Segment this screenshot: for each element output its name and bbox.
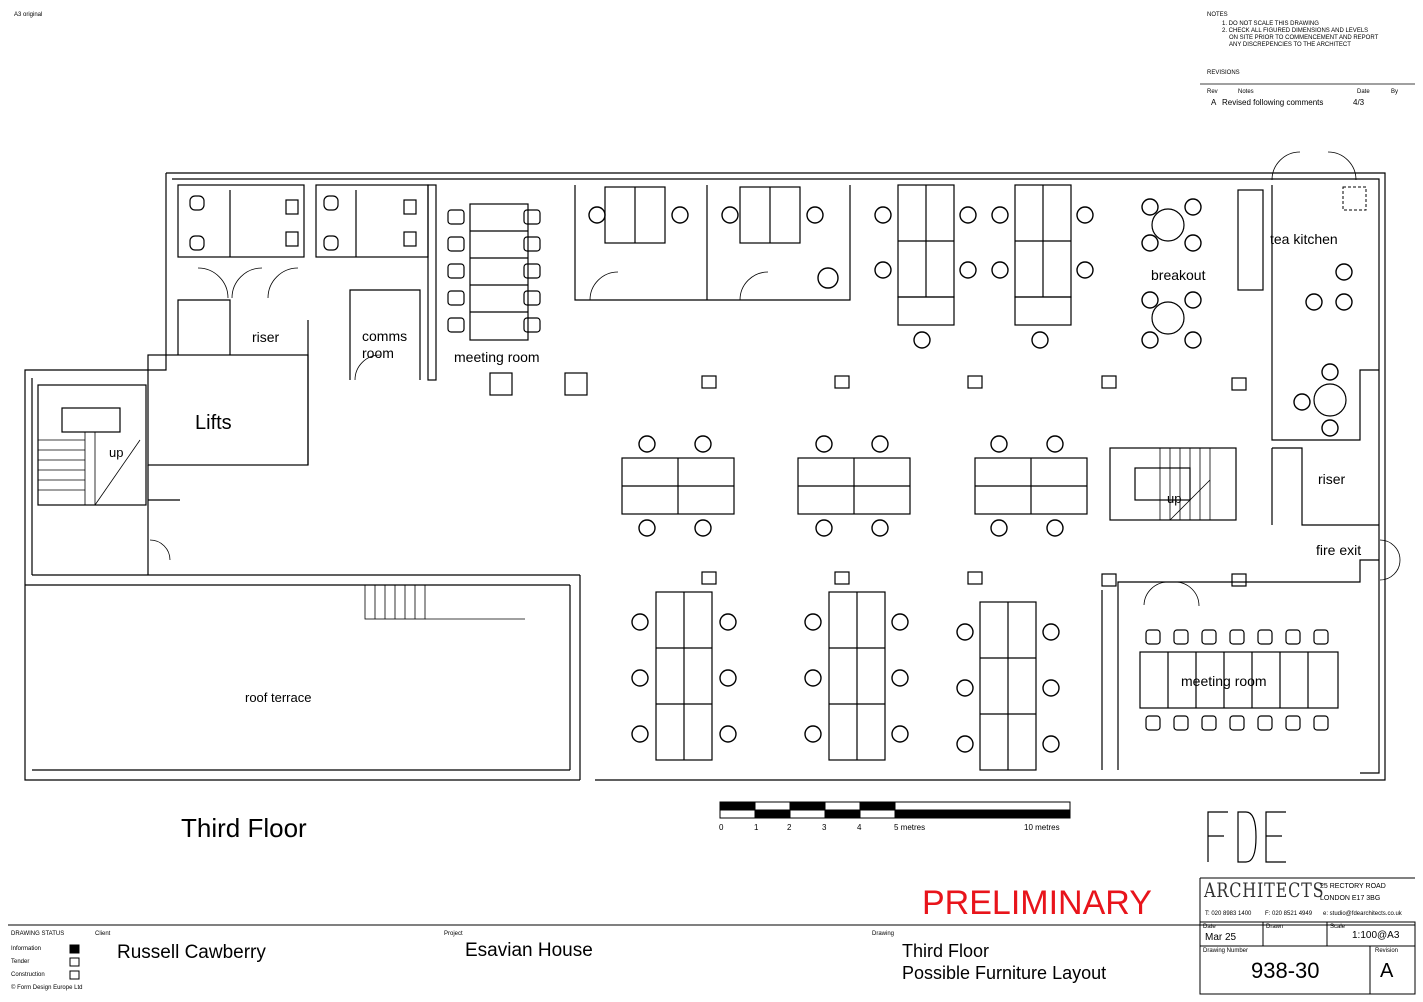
revision-value: A: [1380, 960, 1394, 982]
room-label-tea-kitchen: tea kitchen: [1270, 231, 1338, 247]
status-option-construction: Construction: [11, 972, 45, 978]
note-item: 1. DO NOT SCALE THIS DRAWING: [1222, 21, 1319, 27]
drawing-number: 938-30: [1251, 958, 1320, 983]
stair-up-label-center: up: [1167, 491, 1182, 506]
paper-size-label: A3 original: [14, 12, 43, 18]
scale-tick: 10 metres: [1024, 823, 1060, 832]
firm-tel: T: 020 8983 1400: [1205, 911, 1252, 917]
project-name: Esavian House: [465, 940, 593, 961]
room-label-comms-room: room: [362, 345, 394, 361]
scale-tick: 4: [857, 823, 862, 832]
scale-tick: 2: [787, 823, 792, 832]
notes-block: NOTES 1. DO NOT SCALE THIS DRAWING 2. CH…: [1207, 12, 1417, 49]
scale-label: Scale: [1330, 924, 1346, 930]
note-item: ON SITE PRIOR TO COMMENCEMENT AND REPORT: [1229, 35, 1379, 41]
firm-address-line-1: 25 RECTORY ROAD: [1320, 883, 1386, 890]
firm-email: e: studio@fdearchitects.co.uk: [1323, 911, 1402, 917]
date-label: Date: [1203, 924, 1216, 930]
stair-up-label-left: up: [109, 445, 124, 460]
room-label-riser-right: riser: [1318, 471, 1346, 487]
status-option-tender: Tender: [11, 959, 30, 965]
scale-tick: 3: [822, 823, 827, 832]
firm-address-line-2: LONDON E17 3BG: [1320, 895, 1381, 902]
date-value: Mar 25: [1205, 932, 1237, 943]
revisions-col-by: By: [1391, 89, 1399, 95]
firm-fax: F: 020 8521 4949: [1265, 911, 1313, 917]
scale-value: 1:100@A3: [1352, 930, 1400, 941]
revision-row-date: 4/3: [1353, 98, 1365, 107]
drawing-status-label: DRAWING STATUS: [11, 931, 65, 937]
notes-heading: NOTES: [1207, 12, 1228, 18]
revision-label: Revision: [1375, 948, 1399, 954]
room-label-meeting-room-top: meeting room: [454, 349, 540, 365]
client-name: Russell Cawberry: [117, 942, 266, 963]
room-label-breakout: breakout: [1151, 267, 1206, 283]
revisions-col-notes: Notes: [1238, 89, 1254, 95]
project-label: Project: [444, 931, 463, 937]
drawing-title-line-1: Third Floor: [902, 941, 990, 961]
status-option-information: Information: [11, 946, 42, 952]
revision-row-notes: Revised following comments: [1222, 98, 1324, 107]
drawing-title-line-2: Possible Furniture Layout: [902, 963, 1107, 983]
copyright: © Form Design Europe Ltd: [11, 985, 83, 991]
floor-title: Third Floor: [181, 813, 307, 843]
room-label-meeting-room-bottom: meeting room: [1181, 673, 1267, 689]
room-label-lifts: Lifts: [195, 412, 232, 434]
client-label: Client: [95, 931, 111, 937]
revision-row-rev: A: [1211, 98, 1217, 107]
room-label-comms: comms: [362, 328, 408, 344]
drawing-number-label: Drawing Number: [1203, 948, 1249, 954]
note-item: 2. CHECK ALL FIGURED DIMENSIONS AND LEVE…: [1222, 28, 1369, 34]
scale-tick: 5 metres: [894, 823, 926, 832]
preliminary-stamp: PRELIMINARY: [922, 884, 1152, 922]
drawing-label: Drawing: [872, 931, 895, 937]
room-label-riser-top: riser: [252, 329, 280, 345]
scale-tick: 1: [754, 823, 759, 832]
room-label-fire-exit: fire exit: [1316, 542, 1362, 558]
note-item: ANY DISCREPENCIES TO THE ARCHITECT: [1229, 42, 1351, 48]
room-label-roof-terrace: roof terrace: [245, 690, 312, 705]
revisions-col-rev: Rev: [1207, 89, 1218, 95]
scale-tick: 0: [719, 823, 724, 832]
drawn-label: Drawn: [1266, 924, 1284, 930]
revisions-heading: REVISIONS: [1207, 70, 1240, 76]
firm-logo-sub: ARCHITECTS: [1204, 878, 1325, 902]
revisions-col-date: Date: [1357, 89, 1370, 95]
